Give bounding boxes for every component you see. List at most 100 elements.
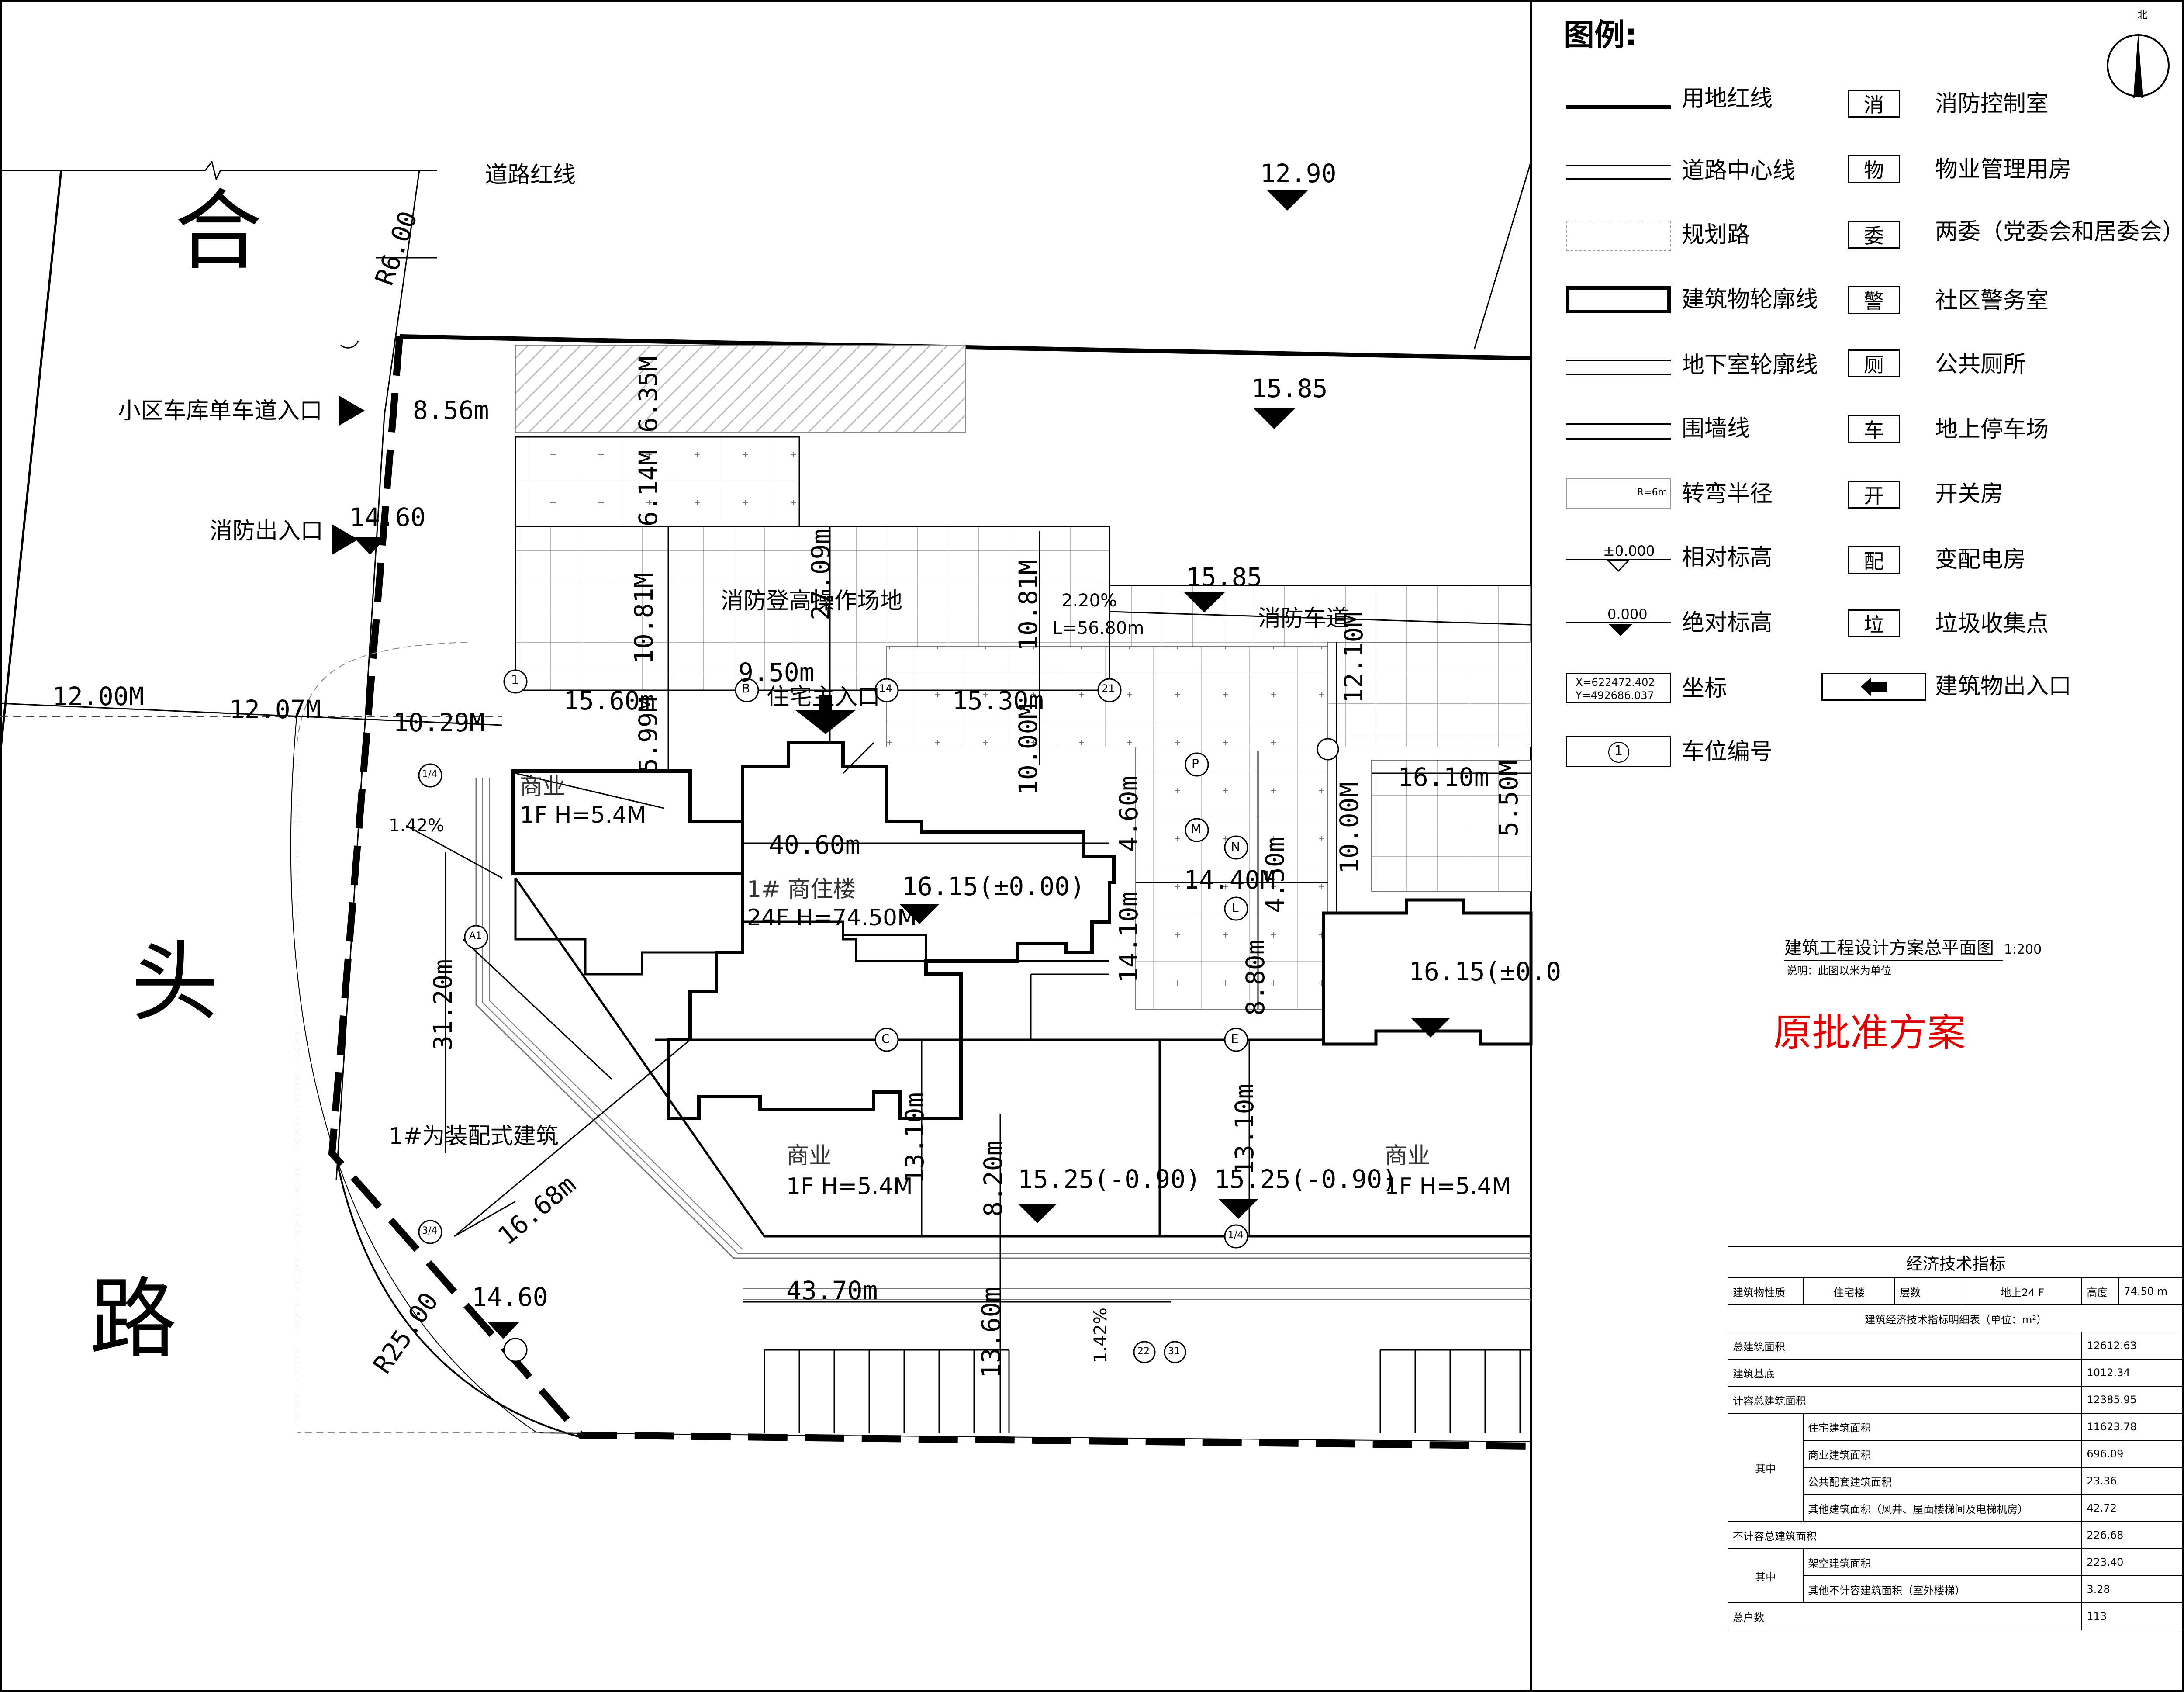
table-cell: 地上24 F <box>1963 1277 2083 1305</box>
slope-label: 2.20% <box>1061 591 1117 611</box>
legend-title: 图例: <box>1564 17 1637 53</box>
dim-9-50: 9.50m <box>738 657 815 687</box>
legend-label-switch-room: 开关房 <box>1935 481 2004 507</box>
relative-elevation-icon <box>1607 560 1629 572</box>
legend-label-committee: 两委（党委会和居委会） <box>1935 219 2184 245</box>
legend-box-power-room: 配 <box>1848 546 1900 574</box>
legend-label-parking: 地上停车场 <box>1935 416 2049 443</box>
dim-8-56: 8.56m <box>413 395 489 425</box>
table-cell: 计容总建筑面积 <box>1727 1386 2083 1414</box>
shop-c-label: 商业 <box>1385 1143 1431 1169</box>
legend-box-property: 物 <box>1848 155 1900 183</box>
table-cell: 74.50 m <box>2118 1277 2184 1305</box>
dim-15-60: 15.60m <box>563 686 655 716</box>
shop-a-label: 商业 <box>520 774 566 800</box>
legend-label-toilet: 公共厕所 <box>1935 351 2026 377</box>
dim-10-29: 10.29M <box>393 708 485 737</box>
axis-mark: C <box>881 1031 890 1046</box>
dim-8-80: 8.80m <box>1241 939 1270 1016</box>
legend-label-site-line: 用地红线 <box>1682 86 1773 112</box>
dim-10-81-right: 10.81M <box>1013 559 1043 651</box>
tech-indicator-table: 经济技术指标 建筑物性质 住宅楼 层数 地上24 F 高度 74.50 m 建筑… <box>1727 1246 2184 1630</box>
legend-swatch-relative-elevation: ±0.000 <box>1566 544 1671 574</box>
dim-12-07: 12.07M <box>229 695 321 724</box>
legend-label-entrance: 建筑物出入口 <box>1935 673 2072 699</box>
shop-b-spec: 1F H=5.4M <box>786 1173 913 1200</box>
axis-mark: 3/4 <box>422 1225 438 1236</box>
dim-10-81-left: 10.81M <box>629 572 659 664</box>
axis-mark: B <box>742 681 750 695</box>
legend-swatch-coordinate: X=622472.402 Y=492686.037 <box>1566 673 1671 703</box>
table-cell: 其他不计容建筑面积（室外楼梯） <box>1803 1575 2083 1603</box>
table-cell: 总户数 <box>1727 1602 2083 1630</box>
legend-box-police: 警 <box>1848 286 1900 314</box>
legend-box-toilet: 厕 <box>1848 349 1900 377</box>
table-row: 其中 住宅建筑面积 11623.78 <box>1727 1413 2184 1522</box>
dim-4-60: 4.60m <box>1114 775 1144 852</box>
legend-box-garbage: 垃 <box>1848 609 1900 637</box>
table-cell: 其中 <box>1727 1413 1804 1522</box>
table-cell: 建筑物性质 <box>1727 1277 1804 1305</box>
dim-12-00: 12.00M <box>52 682 144 711</box>
table-cell: 23.36 <box>2081 1467 2184 1495</box>
prefab-note: 1#为装配式建筑 <box>389 1123 559 1149</box>
axis-mark: 1/4 <box>422 769 438 780</box>
dim-40-60: 40.60m <box>769 830 860 860</box>
drawing-title-text: 建筑工程设计方案总平面图 <box>1784 938 1994 958</box>
dim-12-10: 12.10M <box>1339 612 1368 703</box>
table-cell: 架空建筑面积 <box>1803 1548 2083 1576</box>
legend-swatch-wall <box>1566 415 1671 446</box>
axis-mark: 1 <box>511 672 519 687</box>
legend-label-planned-road: 规划路 <box>1682 222 1750 248</box>
legend-swatch-building-outline <box>1566 286 1671 313</box>
legend-label-coordinate: 坐标 <box>1682 675 1728 702</box>
axis-mark: L <box>1232 900 1239 915</box>
legend-swatch-parking-number: 1 <box>1566 736 1671 767</box>
elevation-15-85-lane: 15.85 <box>1186 562 1262 592</box>
legend-coordinate-x: X=622472.402 <box>1576 676 1655 689</box>
table-row: 其中 架空建筑面积 223.40 <box>1727 1548 2184 1603</box>
slope-left-label: 1.42% <box>389 816 445 836</box>
absolute-elevation-icon <box>1608 624 1633 636</box>
dim-5-99: 5.99M <box>633 697 663 773</box>
axis-mark: 1/4 <box>1228 1230 1244 1241</box>
dim-8-20: 8.20m <box>978 1140 1008 1217</box>
elevation-15-25-east: 15.25(-0.90) <box>1214 1164 1398 1194</box>
car-entry-label: 小区车库单车道入口 <box>118 398 323 424</box>
dim-13-60: 13.60m <box>976 1287 1006 1378</box>
legend-swatch-site-line <box>1566 92 1671 122</box>
dim-6-35: 6.35M <box>633 356 663 433</box>
table-cell: 3.28 <box>2081 1575 2184 1603</box>
legend-swatch-planned-road <box>1566 221 1671 251</box>
legend-label-garbage: 垃圾收集点 <box>1935 611 2049 637</box>
legend-coordinate-y: Y=492686.037 <box>1576 689 1654 702</box>
axis-mark: 14 <box>879 682 892 695</box>
legend-box-fire-control: 消 <box>1848 90 1900 118</box>
table-subtitle: 建筑经济技术指标明细表（单位：m²） <box>1728 1304 2184 1332</box>
legend-box-committee: 委 <box>1848 221 1900 249</box>
dim-10-00-b: 10.00M <box>1334 782 1364 874</box>
dim-13-10-b: 13.10m <box>1230 1083 1259 1175</box>
legend-label-property: 物业管理用房 <box>1935 156 2072 183</box>
legend-label-wall: 围墙线 <box>1682 415 1750 442</box>
table-cell: 1012.34 <box>2081 1359 2184 1387</box>
axis-mark: M <box>1191 822 1202 836</box>
dim-15-30: 15.30m <box>952 686 1044 716</box>
table-cell: 层数 <box>1894 1277 1964 1305</box>
dim-31-20: 31.20m <box>428 959 458 1051</box>
legend-swatch-turn-radius: R=6m <box>1566 478 1671 509</box>
legend-label-relative-elevation: 相对标高 <box>1682 544 1773 571</box>
table-cell: 42.72 <box>2081 1494 2184 1522</box>
fire-exit-label: 消防出入口 <box>210 518 324 544</box>
table-cell: 其他建筑面积（风井、屋面楼梯间及电梯机房） <box>1803 1494 2083 1522</box>
axis-mark: E <box>1231 1031 1239 1046</box>
elevation-15-85-north: 15.85 <box>1251 374 1328 403</box>
axis-mark: P <box>1192 756 1199 771</box>
table-cell: 不计容总建筑面积 <box>1727 1521 2083 1549</box>
